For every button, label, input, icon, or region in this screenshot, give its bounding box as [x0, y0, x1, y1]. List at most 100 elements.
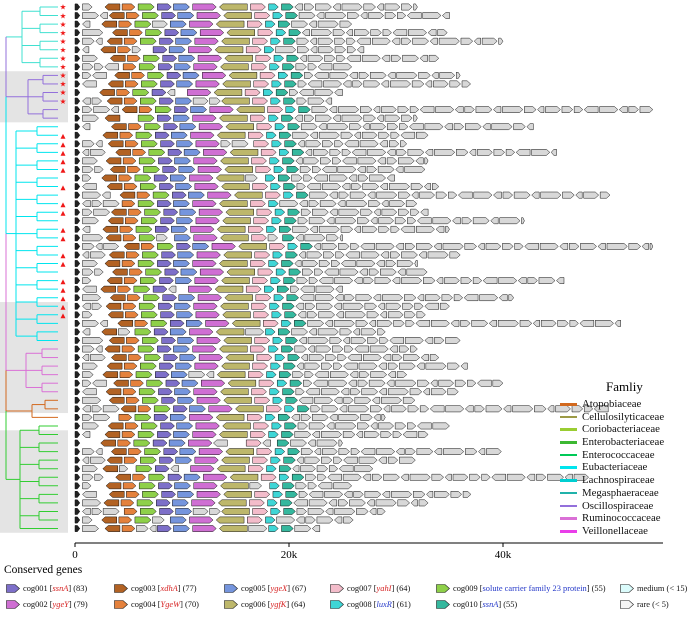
gene-arrow — [173, 200, 190, 207]
gene-arrow — [82, 508, 91, 515]
gene-arrow — [197, 166, 222, 173]
gene-arrow — [363, 354, 382, 361]
gene-arrow — [120, 499, 135, 507]
gene-arrow — [190, 225, 215, 233]
gene-arrow — [74, 294, 81, 302]
gene-arrow — [182, 72, 200, 79]
gene-arrow — [125, 422, 139, 430]
gene-arrow — [606, 243, 628, 250]
gene-arrow — [396, 72, 418, 79]
gene-arrow — [395, 448, 405, 455]
x-axis-tick-label: 20k — [281, 549, 298, 561]
gene-arrow — [271, 422, 282, 430]
gene-arrow — [275, 46, 297, 54]
gene-arrow — [82, 29, 104, 36]
gene-arrow — [377, 508, 386, 515]
gene-arrow — [147, 72, 165, 79]
cog-gene-name: luxR — [376, 600, 392, 609]
gene-arrow — [333, 320, 355, 327]
gene-arrow — [82, 166, 94, 173]
gene-arrow — [381, 396, 403, 404]
row-marker-star: ★ — [60, 88, 67, 97]
gene-arrow — [349, 72, 358, 79]
gene-arrow — [286, 294, 300, 302]
gene-arrow — [337, 200, 346, 207]
gene-arrow — [390, 251, 401, 259]
gene-arrow — [294, 260, 302, 267]
gene-arrow — [599, 106, 619, 113]
gene-arrow — [82, 46, 90, 54]
gene-arrow — [159, 456, 174, 464]
gene-arrow — [314, 72, 329, 79]
gene-arrow — [395, 166, 404, 173]
gene-row — [74, 157, 429, 165]
gene-arrow — [316, 12, 325, 19]
gene-arrow — [250, 114, 266, 122]
gene-arrow — [360, 414, 373, 421]
gene-arrow — [144, 208, 161, 216]
gene-arrow — [435, 106, 455, 113]
gene-arrow — [138, 234, 156, 242]
gene-arrow — [419, 106, 435, 113]
gene-arrow — [424, 337, 434, 344]
gene-arrow — [292, 131, 310, 139]
gene-arrow — [308, 491, 324, 498]
gene-arrow — [455, 72, 461, 79]
family-color-line — [560, 428, 577, 432]
gene-arrow — [123, 456, 138, 464]
gene-arrow — [317, 63, 333, 71]
gene-arrow — [479, 294, 499, 302]
gene-arrow — [119, 131, 134, 139]
gene-arrow — [106, 37, 123, 45]
gene-arrow — [183, 149, 201, 156]
gene-arrow — [95, 37, 103, 45]
gene-arrow — [378, 362, 387, 370]
gene-arrow — [299, 166, 312, 173]
gene-arrow — [325, 354, 337, 361]
gene-arrow — [221, 362, 250, 370]
gene-arrow — [178, 294, 196, 302]
gene-arrow — [140, 37, 157, 45]
gene-arrow — [155, 131, 170, 139]
gene-arrow — [369, 72, 387, 79]
gene-arrow — [402, 54, 419, 62]
gene-arrow — [122, 482, 137, 490]
gene-arrow — [346, 46, 357, 54]
gene-arrow — [196, 251, 221, 259]
gene-arrow — [155, 465, 170, 473]
gene-arrow — [118, 414, 133, 421]
gene-arrow — [381, 414, 386, 421]
gene-arrow — [357, 422, 370, 430]
gene-arrow — [473, 37, 481, 45]
gene-arrow — [275, 89, 289, 96]
gene-arrow — [291, 20, 308, 28]
gene-arrow — [74, 465, 81, 473]
gene-arrow — [313, 149, 329, 156]
gene-arrow — [555, 405, 571, 413]
gene-arrow — [135, 371, 153, 378]
gene-arrow — [353, 491, 364, 498]
gene-arrow — [521, 217, 525, 225]
gene-arrow — [190, 131, 215, 139]
gene-arrow — [390, 225, 400, 233]
gene-arrow — [249, 482, 262, 490]
gene-arrow — [169, 174, 187, 182]
gene-arrow — [82, 328, 91, 336]
gene-row — [74, 208, 429, 216]
gene-arrow — [562, 191, 575, 199]
gene-arrow — [305, 516, 316, 524]
cog-legend-item: cog003 [xdhA] (77) — [114, 584, 197, 593]
gene-arrow — [618, 106, 628, 113]
row-marker-triangle: ▲ — [61, 235, 66, 243]
gene-arrow — [352, 328, 360, 336]
gene-arrow — [488, 320, 497, 327]
gene-arrow — [360, 12, 368, 19]
gene-arrow — [167, 149, 183, 156]
gene-arrow — [220, 63, 249, 71]
gene-arrow — [341, 183, 351, 190]
gene-arrow — [359, 140, 379, 148]
gene-arrow — [82, 251, 90, 259]
gene-arrow — [422, 12, 442, 19]
gene-arrow — [300, 285, 315, 293]
